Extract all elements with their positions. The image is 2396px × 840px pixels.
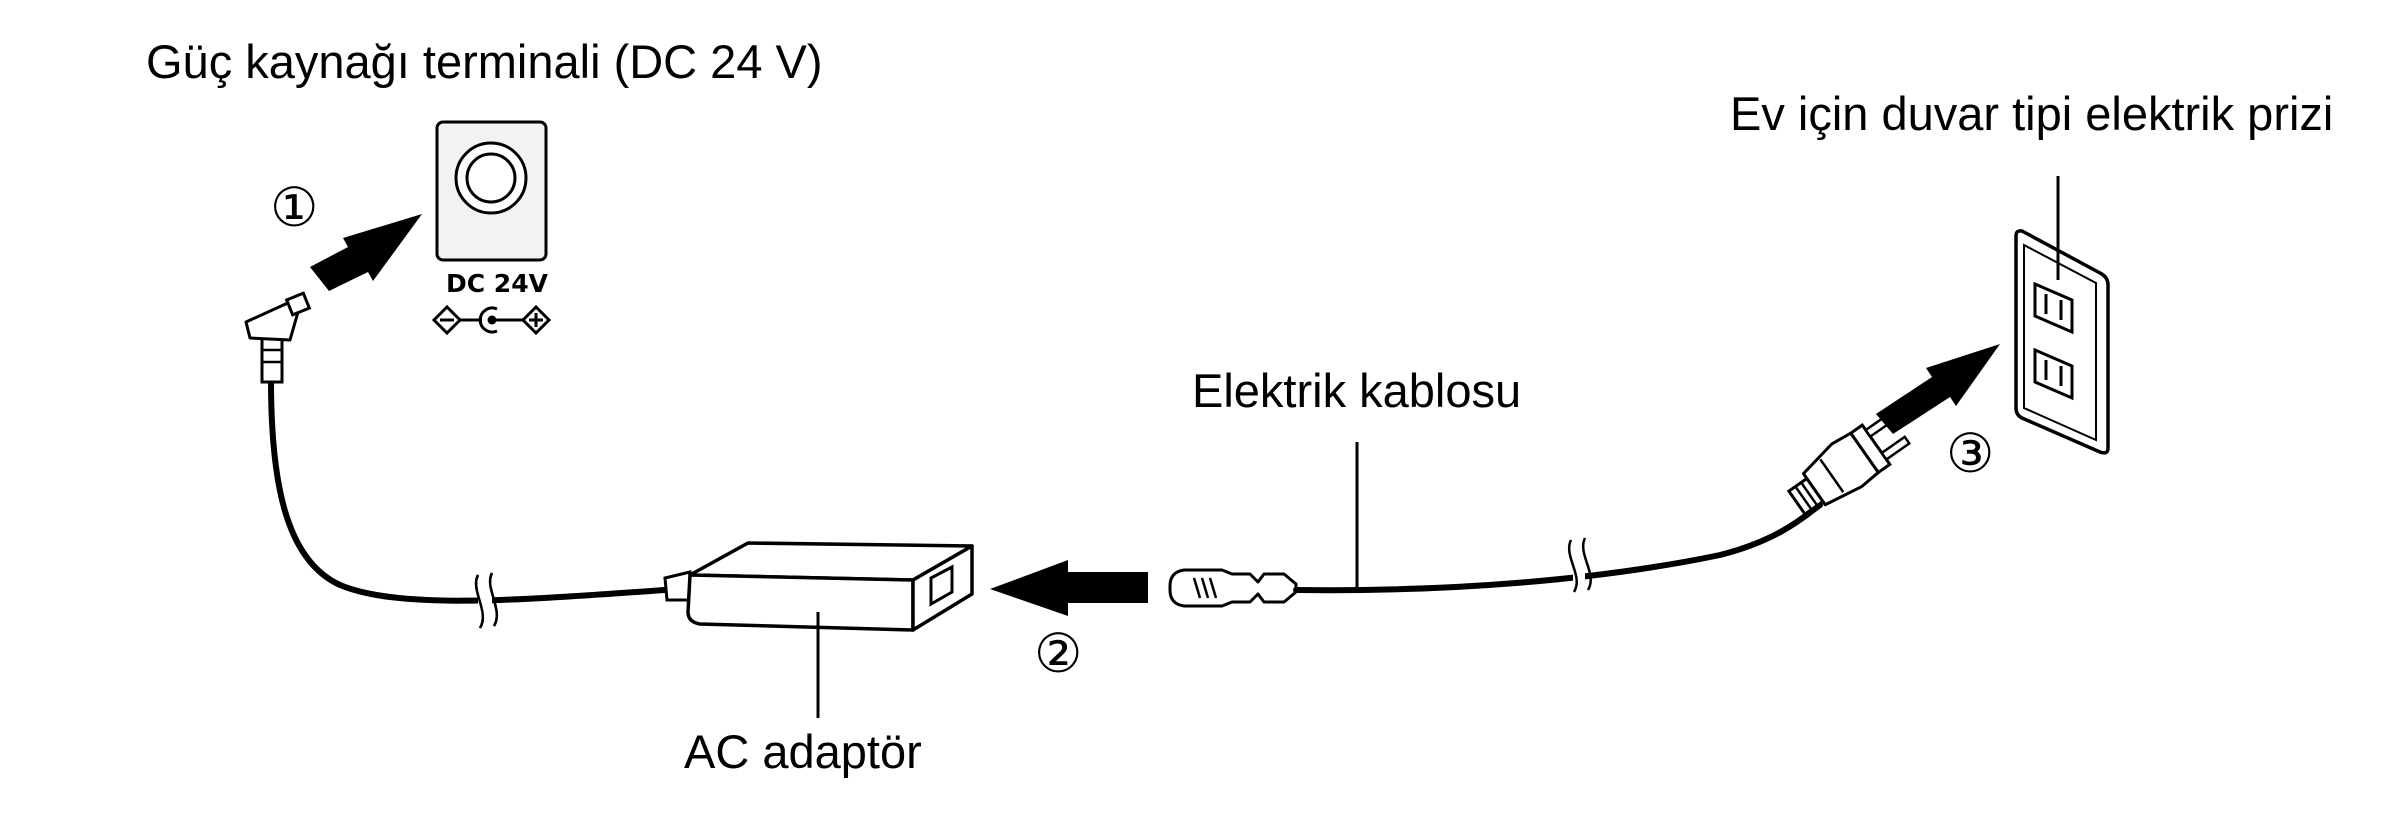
power-cord-icon xyxy=(1168,412,1912,608)
step-3-number: ③ xyxy=(1946,422,1994,485)
wall-outlet-label: Ev için duvar tipi elektrik prizi xyxy=(1730,87,2333,140)
arrow-2-icon xyxy=(990,560,1148,616)
dc-jack-marking: DC 24V xyxy=(446,269,549,298)
wall-outlet-icon xyxy=(2014,176,2110,455)
arrow-3-icon xyxy=(1876,344,2000,434)
step-2-number: ② xyxy=(1034,622,1082,685)
ac-adaptor-icon xyxy=(663,541,974,718)
power-cord-label: Elektrik kablosu xyxy=(1192,364,1521,417)
dc-plug-icon xyxy=(244,291,668,629)
dc-jack-panel xyxy=(435,120,548,262)
ac-adaptor-label: AC adaptör xyxy=(684,725,922,778)
power-terminal-label: Güç kaynağı terminali (DC 24 V) xyxy=(146,35,823,88)
arrow-1-icon xyxy=(310,214,422,291)
polarity-symbol xyxy=(431,304,552,336)
step-1-number: ① xyxy=(270,176,318,239)
